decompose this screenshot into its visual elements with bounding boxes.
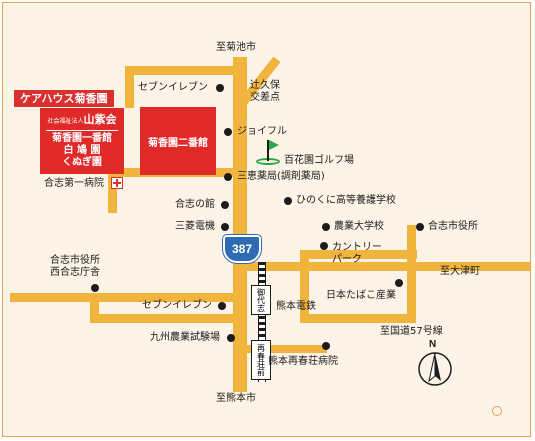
care-house-tag: ケアハウス菊香園 <box>14 90 114 107</box>
poi-country-park-marker <box>320 242 328 250</box>
care-house-block: 社会福祉法人山紫会 菊香園一番館 白 鳩 園 くぬぎ園 <box>40 108 124 174</box>
corp-small-label: 社会福祉法人 <box>47 118 84 125</box>
hospital-label: 合志第一病院 <box>44 178 104 189</box>
golf-label: 百花園ゴルフ場 <box>284 155 354 166</box>
poi-tobacco-marker <box>395 279 403 287</box>
road-lower-east-horizontal <box>247 345 327 353</box>
poi-marker <box>227 334 235 342</box>
station-miyoshi-label: 御代志 <box>256 288 266 312</box>
poi-koshi-city-hall: 合志市役所 <box>416 221 478 233</box>
poi-seven-eleven-top: セブンイレブン <box>138 82 224 94</box>
road-east-upper <box>300 250 417 259</box>
red-cross-icon <box>111 177 123 189</box>
road-to-otsu <box>410 262 530 271</box>
golf-flag-icon <box>256 140 282 166</box>
second-building-block: 菊香園二番館 <box>140 107 216 175</box>
route-387-label: 387 <box>231 242 253 256</box>
poi-marker <box>216 84 224 92</box>
poi-marker <box>224 173 232 181</box>
road-east-horizontal <box>247 262 417 271</box>
poi-joyful-label: ジョイフル <box>237 126 287 137</box>
station-miyoshi: 御代志 <box>251 285 271 315</box>
poi-marker <box>221 201 229 209</box>
compass-svg <box>418 352 452 386</box>
poi-marker <box>218 302 226 310</box>
poi-kyushu-lab-label: 九州農業試験場 <box>150 332 220 343</box>
road-left-mid-vertical <box>108 168 117 213</box>
poi-sankei: 三恵薬局(調剤薬局) <box>224 171 325 183</box>
care-house-line2: 菊香園一番館 <box>52 133 112 144</box>
poi-hinokuni: ひのくに高等養護学校 <box>284 195 396 207</box>
road-east-south-horizontal <box>300 314 416 323</box>
care-house-line3: 白 鳩 園 <box>63 145 101 156</box>
poi-nogyo: 農業大学校 <box>322 221 384 233</box>
north-arrow-icon: N <box>413 339 457 387</box>
poi-tobacco-label: 日本たばこ産業 <box>326 290 396 301</box>
kumamoto-dentetsu-label: 熊本電鉄 <box>276 301 316 312</box>
poi-marker <box>322 223 330 231</box>
poi-country-park-label: カントリー パーク <box>332 242 382 265</box>
tsujikubo-label: 辻久保 交差点 <box>250 80 280 103</box>
poi-mitsubishi: 三菱電機 <box>175 221 229 233</box>
direction-route57: 至国道57号線 <box>380 326 443 337</box>
direction-kikuchi: 至菊池市 <box>216 42 256 53</box>
poi-seven-eleven-bottom-label: セブンイレブン <box>142 300 212 311</box>
poi-koshi-west-marker <box>91 284 99 292</box>
poi-koshi-west-label: 合志市役所 西合志庁舎 <box>50 255 100 278</box>
poi-marker <box>284 197 292 205</box>
poi-mitsubishi-label: 三菱電機 <box>175 221 215 232</box>
poi-koshi-yakata: 合志の館 <box>175 199 229 211</box>
road-west-vertical-left <box>90 293 99 323</box>
poi-hinokuni-label: ひのくに高等養護学校 <box>296 195 396 206</box>
road-west-lower-horizontal <box>90 314 247 323</box>
second-building-label: 菊香園二番館 <box>148 137 208 149</box>
station-saishunso-label: 再春荘前 <box>256 344 266 376</box>
poi-saishunso-marker <box>322 342 330 350</box>
road-top-horizontal <box>125 66 247 75</box>
poi-marker <box>221 223 229 231</box>
compass-label: N <box>429 339 437 350</box>
poi-seven-eleven-bottom: セブンイレブン <box>142 300 226 312</box>
railway-line <box>258 262 266 382</box>
corp-name: 山紫会 <box>83 113 117 126</box>
poi-seven-eleven-top-label: セブンイレブン <box>138 82 208 93</box>
care-house-line4: くぬぎ園 <box>62 157 102 168</box>
station-saishunso-mae: 再春荘前 <box>251 340 271 380</box>
poi-koshi-yakata-label: 合志の館 <box>175 199 215 210</box>
road-west-horizontal <box>10 293 247 302</box>
poi-nogyo-label: 農業大学校 <box>334 221 384 232</box>
route-387-shield: 387 <box>223 235 261 263</box>
poi-marker <box>224 128 232 136</box>
road-left-upper-vertical <box>125 66 134 108</box>
poi-sankei-label: 三恵薬局(調剤薬局) <box>237 171 325 182</box>
direction-otsu: 至大津町 <box>440 266 480 277</box>
poi-koshi-city-hall-label: 合志市役所 <box>428 221 478 232</box>
road-east-loop-vertical <box>300 250 309 323</box>
poi-saishunso-label: 熊本再春荘病院 <box>268 356 338 367</box>
road-east-south-vertical <box>407 225 416 323</box>
poi-marker <box>416 223 424 231</box>
poi-joyful: ジョイフル <box>224 126 287 138</box>
direction-kumamoto: 至熊本市 <box>216 393 256 404</box>
poi-kyushu-lab: 九州農業試験場 <box>150 332 235 344</box>
main-road-vertical <box>233 57 247 392</box>
decorative-mark <box>492 406 502 416</box>
